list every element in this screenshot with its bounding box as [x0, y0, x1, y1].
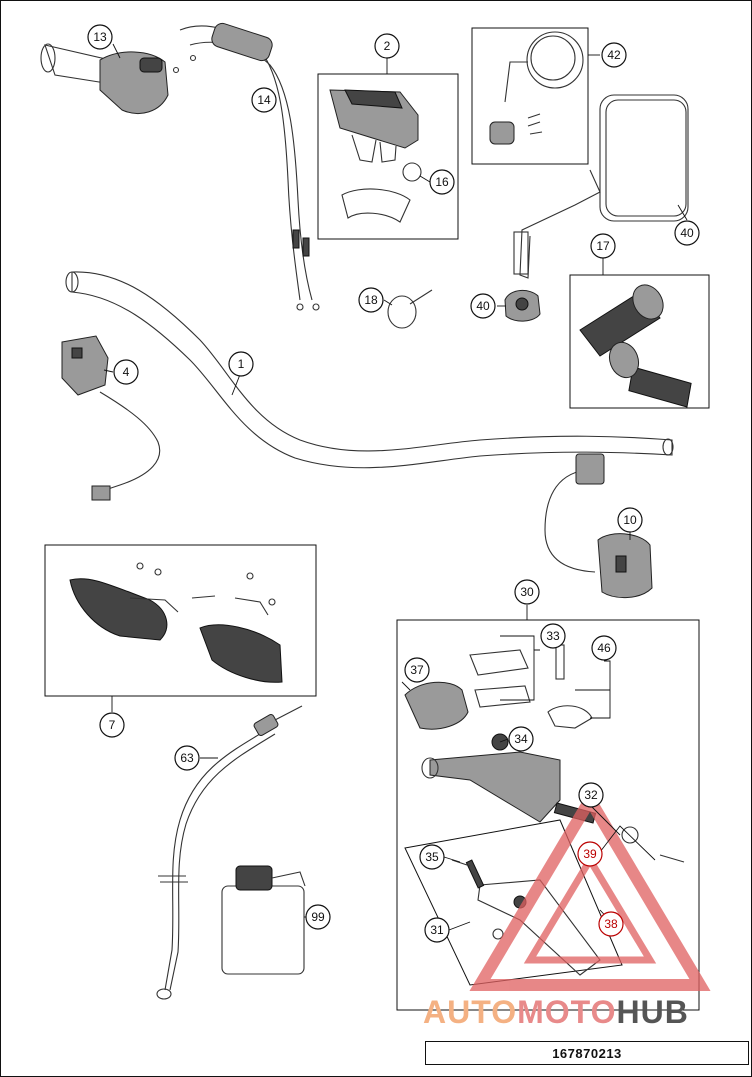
callout-14: 14 — [251, 87, 277, 113]
callout-17-label: 17 — [596, 239, 610, 253]
callout-1: 1 — [228, 351, 254, 377]
mirror-box — [471, 27, 589, 165]
handlebar-clamp-box — [317, 73, 459, 240]
callout-34-label: 34 — [514, 732, 528, 746]
clutch-lever-box — [404, 819, 623, 986]
callout-18-label: 18 — [364, 293, 378, 307]
callout-10: 10 — [617, 507, 643, 533]
callout-46: 46 — [591, 635, 617, 661]
callout-7-label: 7 — [109, 718, 116, 732]
callout-33: 33 — [540, 623, 566, 649]
callout-40: 40 — [470, 293, 496, 319]
callout-31: 31 — [424, 917, 450, 943]
callout-33-label: 33 — [546, 629, 560, 643]
mirror-round — [489, 31, 584, 145]
mirror-square — [513, 94, 689, 279]
handguards-box — [44, 544, 317, 697]
callout-35-label: 35 — [425, 850, 439, 864]
callout-42-label: 40 — [680, 226, 694, 240]
callout-2-label: 2 — [384, 39, 391, 53]
callout-2: 2 — [374, 33, 400, 59]
mirror-clamp — [504, 290, 541, 322]
watermark-text: AUTOMOTOHUB — [423, 994, 747, 1030]
clutch-hose — [156, 705, 303, 1000]
callout-18: 18 — [358, 287, 384, 313]
grips-box — [569, 274, 710, 409]
callout-10-label: 10 — [623, 513, 637, 527]
callout-35: 35 — [419, 844, 445, 870]
light-switch — [61, 335, 161, 501]
callout-37-label: 37 — [410, 663, 424, 677]
fluid-bottle — [221, 865, 306, 975]
callout-7: 7 — [99, 712, 125, 738]
callout-39-label: 39 — [583, 847, 597, 861]
handlebar — [65, 271, 674, 469]
callout-99: 99 — [305, 904, 331, 930]
grips — [579, 284, 692, 408]
leader-lines — [103, 43, 688, 931]
throttle-housing — [40, 43, 169, 114]
watermark-part-b: MOTO — [517, 994, 617, 1030]
callout-4-label: 4 — [123, 365, 130, 379]
callout-13-label: 13 — [93, 30, 107, 44]
callout-37: 37 — [404, 657, 430, 683]
callout-30-label: 30 — [520, 585, 534, 599]
callout-1-label: 1 — [238, 357, 245, 371]
callout-38-label: 38 — [604, 917, 618, 931]
callout-16: 16 — [429, 169, 455, 195]
callout-4: 4 — [113, 359, 139, 385]
callout-16-label: 16 — [435, 175, 449, 189]
callout-63: 63 — [174, 745, 200, 771]
callout-63-label: 63 — [180, 751, 194, 765]
callout-40-label: 40 — [476, 299, 490, 313]
callout-14-label: 14 — [257, 93, 271, 107]
watermark-triangle — [469, 788, 711, 991]
callout-43-label: 42 — [607, 48, 621, 62]
callout-99-label: 99 — [311, 910, 325, 924]
clutch-master-box — [396, 619, 700, 1011]
callout-38: 38 — [598, 911, 624, 937]
callout-31-label: 31 — [430, 923, 444, 937]
clutch-master — [404, 644, 685, 863]
throttle-cables — [172, 22, 320, 311]
kill-switch — [544, 453, 653, 598]
callout-43: 42 — [601, 42, 627, 68]
callout-42: 40 — [674, 220, 700, 246]
watermark-part-a: AUTO — [423, 994, 518, 1030]
callout-32: 32 — [578, 782, 604, 808]
callout-39: 39 — [577, 841, 603, 867]
handguards — [69, 562, 283, 683]
callout-34: 34 — [508, 726, 534, 752]
handlebar-clamp — [329, 89, 422, 223]
callout-17: 17 — [590, 233, 616, 259]
callout-13: 13 — [87, 24, 113, 50]
callout-32-label: 32 — [584, 788, 598, 802]
cable-tie — [387, 289, 433, 329]
callout-30: 30 — [514, 579, 540, 605]
watermark-part-c: HUB — [616, 994, 689, 1030]
callout-46-label: 46 — [597, 641, 611, 655]
drawing-number: 167870213 — [425, 1041, 749, 1065]
